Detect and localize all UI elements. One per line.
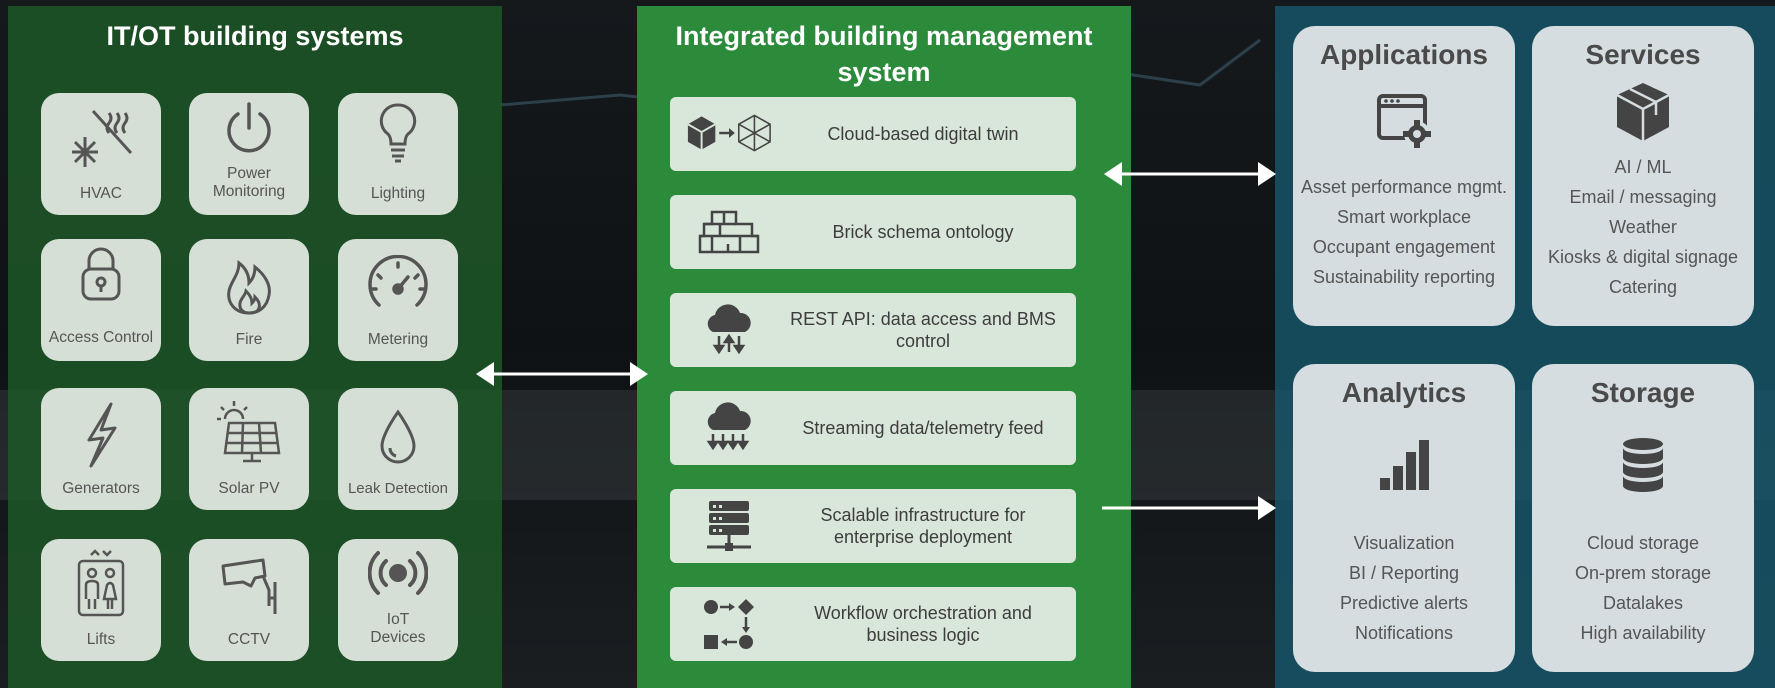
card-item: Asset performance mgmt. [1300,177,1508,197]
card-item: Smart workplace [1336,207,1472,227]
card-title: Storage [1590,377,1696,408]
tile-cctv[interactable]: CCTV [189,539,309,661]
feature-row-infrastructure[interactable]: Scalable infrastructure for enterprise d… [670,489,1076,563]
feature-label: Workflow orchestration and business logi… [814,603,1032,645]
panel-title: Integrated building management system [675,21,1093,87]
elevator-icon [41,547,161,617]
tile-hvac[interactable]: HVAC [41,93,161,215]
feature-label: Cloud-based digital twin [827,124,1019,144]
card-item: High availability [1580,623,1706,643]
consumers-panel: Applications Asset performance mgmt. Sma… [1275,6,1775,688]
tile-metering[interactable]: Metering [338,239,458,361]
tile-iot-devices[interactable]: IoT Devices [338,539,458,661]
integrated-bms-panel: Integrated building management system Cl… [637,6,1131,688]
tile-label: Leak Detection [347,480,449,497]
tile-label: HVAC [80,185,122,202]
tile-label: Solar PV [218,480,280,497]
tile-label: Lifts [86,631,116,648]
lightning-icon [41,400,161,470]
one-way-arrow [1102,496,1276,520]
bidirectional-arrow-left [476,362,648,386]
feature-label: Brick schema ontology [832,222,1014,242]
card-item: Predictive alerts [1339,593,1469,613]
card-analytics[interactable]: Analytics Visualization BI / Reporting P… [1293,364,1515,672]
card-applications[interactable]: Applications Asset performance mgmt. Sma… [1293,26,1515,326]
solar-panel-icon [189,396,309,466]
database-icon [1532,410,1754,520]
tile-solar-pv[interactable]: Solar PV [189,388,309,510]
card-item: Sustainability reporting [1312,267,1496,287]
card-storage[interactable]: Storage Cloud storage On-prem storage Da… [1532,364,1754,672]
panel-title: IT/OT building systems [106,21,404,51]
card-item: Cloud storage [1586,533,1700,553]
feature-row-workflow[interactable]: Workflow orchestration and business logi… [670,587,1076,661]
tile-label: Metering [367,331,429,348]
tile-power-monitoring[interactable]: Power Monitoring [189,93,309,215]
feature-label: Streaming data/telemetry feed [802,418,1044,438]
feature-row-streaming[interactable]: Streaming data/telemetry feed [670,391,1076,465]
tile-label: Lighting [370,185,426,202]
tile-access-control[interactable]: Access Control [41,239,161,361]
lightbulb-icon [338,99,458,167]
server-icon [684,497,774,555]
card-title: Services [1585,39,1701,70]
box-icon [1532,72,1754,152]
tile-fire[interactable]: Fire [189,239,309,361]
cloud-stream-icon [684,399,774,457]
tile-label: IoT Devices [370,611,426,646]
it-ot-systems-panel: IT/OT building systems HVAC Power Monito… [8,6,502,688]
card-item: Occupant engagement [1312,237,1496,257]
card-item: AI / ML [1614,157,1672,177]
brick-wall-icon [684,203,774,261]
tile-label: Access Control [48,329,154,346]
bidirectional-arrow-right [1104,162,1276,186]
card-title: Analytics [1341,377,1467,408]
card-item: Catering [1608,277,1678,297]
app-settings-icon [1293,72,1515,168]
tile-lighting[interactable]: Lighting [338,93,458,215]
workflow-icon [684,595,774,653]
card-item: Visualization [1353,533,1455,553]
water-drop-icon [338,402,458,472]
bar-chart-icon [1293,410,1515,520]
wireless-signal-icon [338,543,458,603]
power-icon [189,97,309,159]
feature-row-digital-twin[interactable]: Cloud-based digital twin [670,97,1076,171]
card-title: Applications [1319,39,1488,70]
card-item: On-prem storage [1574,563,1712,583]
tile-generators[interactable]: Generators [41,388,161,510]
card-item: Weather [1609,217,1677,237]
card-item: Email / messaging [1569,187,1717,207]
card-item: BI / Reporting [1348,563,1460,583]
feature-row-brick-schema[interactable]: Brick schema ontology [670,195,1076,269]
tile-label: CCTV [227,631,271,648]
card-services[interactable]: Services AI / ML Email / messaging Weath… [1532,26,1754,326]
cloud-transfer-icon [684,301,774,359]
tile-label: Power Monitoring [212,165,286,200]
tile-label: Generators [62,480,140,497]
tile-label: Fire [235,331,263,348]
feature-row-rest-api[interactable]: REST API: data access and BMS control [670,293,1076,367]
feature-label: REST API: data access and BMS control [790,309,1056,351]
feature-label: Scalable infrastructure for enterprise d… [820,505,1026,547]
card-item: Kiosks & digital signage [1547,247,1739,267]
padlock-icon [41,243,161,305]
card-item: Notifications [1354,623,1454,643]
flame-icon [189,249,309,319]
tile-lifts[interactable]: Lifts [41,539,161,661]
camera-icon [189,551,309,621]
hvac-icon [41,103,161,173]
gauge-icon [338,253,458,315]
digital-twin-icon [684,105,774,163]
tile-leak-detection[interactable]: Leak Detection [338,388,458,510]
card-item: Datalakes [1602,593,1684,613]
